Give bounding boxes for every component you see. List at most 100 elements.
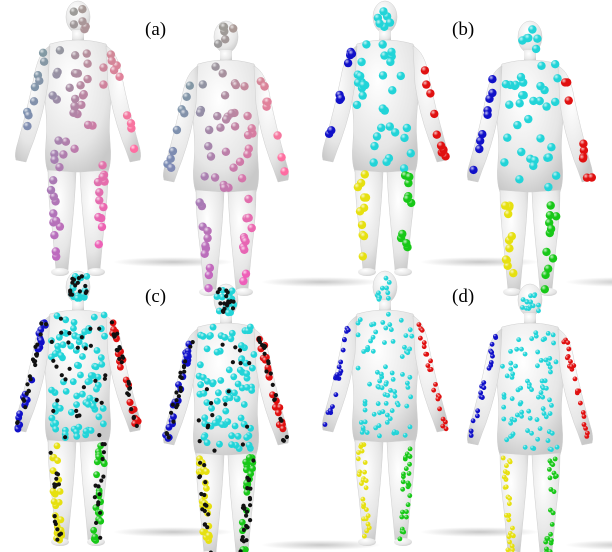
keypoint-shine (418, 336, 423, 341)
keypoint-shine (360, 430, 365, 435)
keypoint-shine (371, 349, 376, 354)
keypoint-shine (204, 439, 211, 446)
keypoint-shine (551, 60, 559, 68)
keypoint-shine (90, 527, 97, 534)
keypoint-shine (373, 132, 381, 140)
keypoint-shine (430, 110, 438, 118)
keypoint-shine (549, 447, 554, 452)
keypoint-shine (516, 99, 524, 107)
keypoint-shine (74, 362, 81, 369)
keypoint-shine (74, 295, 81, 302)
keypoint-shine (480, 395, 485, 400)
keypoint-shine (503, 469, 508, 474)
keypoint-extra-98 (244, 524, 248, 528)
keypoint-extra-107 (221, 309, 225, 313)
keypoint-shine (547, 398, 552, 403)
keypoint-extra-14 (63, 435, 67, 439)
keypoint-shine (379, 372, 384, 377)
keypoint-shine (199, 80, 207, 88)
keypoint-shine (93, 386, 100, 393)
keypoint-extra-58 (23, 405, 27, 409)
keypoint-extra-84 (113, 334, 117, 338)
keypoint-shine (70, 378, 77, 385)
keypoint-shine (505, 244, 513, 252)
keypoint-shine (399, 318, 404, 323)
keypoint-shine (541, 406, 546, 411)
keypoint-extra-31 (177, 394, 181, 398)
keypoint-shine (55, 163, 63, 171)
keypoint-shine (384, 401, 389, 406)
keypoint-extra-60 (258, 340, 262, 344)
keypoint-shine (423, 352, 428, 357)
keypoint-shine (533, 330, 538, 335)
keypoint-shine (97, 518, 104, 525)
keypoint-shine (360, 193, 368, 201)
keypoint-extra-27 (96, 484, 100, 488)
keypoint-shine (542, 248, 550, 256)
keypoint-shine (373, 330, 378, 335)
keypoint-shine (404, 333, 409, 338)
keypoint-shine (533, 35, 541, 43)
keypoint-shine (502, 392, 507, 397)
keypoint-extra-94 (203, 480, 207, 484)
keypoint-shine (487, 366, 492, 371)
keypoint-shine (390, 371, 395, 376)
keypoint-extra-2 (191, 340, 195, 344)
keypoint-extra-28 (59, 317, 63, 321)
keypoint-shine (35, 77, 43, 85)
keypoint-shine (398, 230, 406, 238)
keypoint-shine (489, 360, 494, 365)
keypoint-shine (366, 513, 371, 518)
keypoint-extra-44 (174, 390, 178, 394)
keypoint-shine (553, 74, 561, 82)
keypoint-shine (481, 380, 486, 385)
keypoint-extra-105 (224, 294, 228, 298)
keypoint-shine (362, 470, 367, 475)
keypoint-shine (38, 337, 45, 344)
keypoint-shine (359, 481, 364, 486)
keypoint-extra-30 (204, 504, 208, 508)
keypoint-shine (203, 234, 211, 242)
keypoint-shine (228, 441, 235, 448)
keypoint-extra-112 (60, 373, 64, 377)
keypoint-shine (358, 317, 363, 322)
keypoint-shine (568, 359, 573, 364)
keypoint-shine (207, 332, 214, 339)
keypoint-extra-51 (68, 290, 72, 294)
keypoint-shine (76, 81, 84, 89)
keypoint-shine (83, 273, 90, 280)
keypoint-shine (273, 131, 281, 139)
keypoint-shine (379, 7, 387, 15)
panel-label-d: (d) (452, 287, 474, 306)
keypoint-shine (245, 214, 253, 222)
keypoint-extra-101 (244, 538, 248, 542)
keypoint-shine (386, 58, 394, 66)
keypoint-extra-69 (25, 392, 29, 396)
keypoint-shine (30, 97, 38, 105)
keypoint-shine (49, 91, 57, 99)
keypoint-shine (548, 459, 553, 464)
keypoint-shine (205, 126, 213, 134)
keypoint-extra-41 (248, 503, 252, 507)
keypoint-extra-42 (263, 352, 267, 356)
keypoint-shine (519, 347, 524, 352)
keypoint-extra-45 (50, 340, 54, 344)
keypoint-shine (216, 441, 223, 448)
keypoint-shine (417, 322, 422, 327)
keypoint-shine (356, 450, 361, 455)
keypoint-extra-100 (247, 361, 251, 365)
keypoint-shine (101, 312, 108, 319)
keypoint-shine (248, 224, 256, 232)
keypoint-shine (539, 358, 544, 363)
keypoint-extra-111 (93, 379, 97, 383)
keypoint-shine (66, 84, 74, 92)
keypoint-shine (510, 396, 515, 401)
keypoint-shine (213, 112, 221, 120)
keypoint-shine (549, 487, 554, 492)
keypoint-extra-103 (271, 383, 275, 387)
keypoint-shine (219, 69, 227, 77)
keypoint-shine (361, 502, 366, 507)
keypoint-shine (421, 66, 429, 74)
keypoint-shine (379, 40, 387, 48)
keypoint-shine (385, 420, 390, 425)
